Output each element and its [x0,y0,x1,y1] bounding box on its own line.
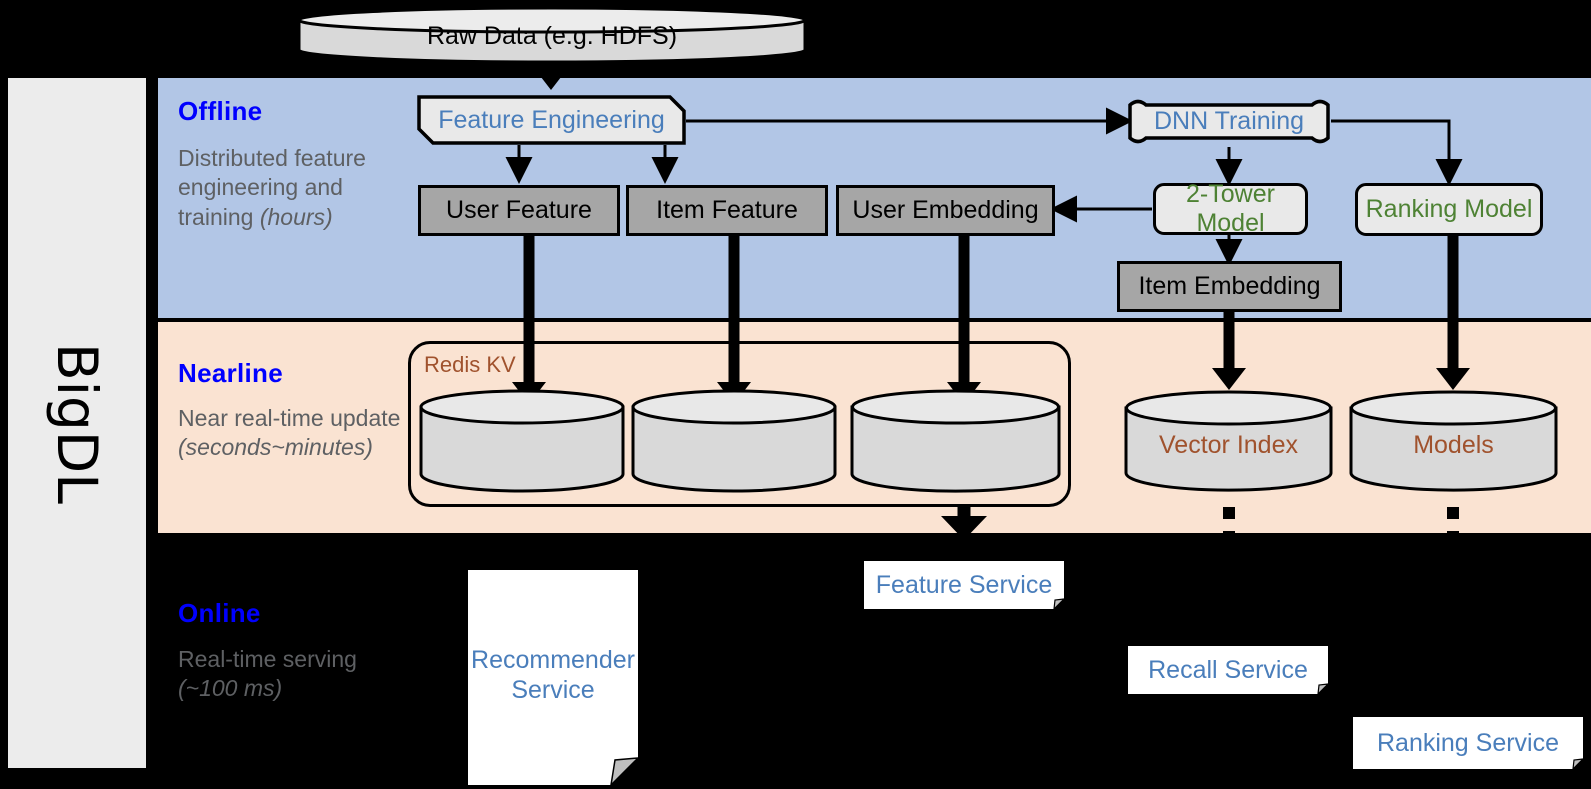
node-item-embedding[interactable]: Item Embedding [1117,261,1342,312]
vector-index-cylinder: Vector Index [1123,390,1334,492]
node-dnn-training-label: DNN Training [1153,107,1305,135]
node-feature-engineering[interactable]: Feature Engineering [417,95,686,145]
raw-data-cylinder: Raw Data (e.g. HDFS) [296,6,808,64]
node-item-feature-label: Item Feature [656,196,798,224]
band-desc-nearline: Near real-time update (seconds~minutes) [178,404,413,463]
band-title-nearline: Nearline [178,358,284,388]
dash-stub-vector-index-1 [1223,507,1235,519]
node-dnn-training[interactable]: DNN Training [1128,96,1330,147]
node-ranking-model-label: Ranking Model [1365,195,1533,223]
doc-recommender-service-label: Recommender Service [468,646,638,705]
node-user-feature-label: User Feature [446,196,592,224]
models-label: Models [1413,431,1494,459]
raw-data-label: Raw Data (e.g. HDFS) [426,22,678,50]
doc-recommender-service-line2: Service [511,675,595,704]
doc-recommender-service-line1: Recommender [471,646,635,674]
models-cylinder: Models [1348,390,1559,492]
dash-stub-models-2 [1447,531,1459,543]
redis-kv-container [408,341,1071,507]
band-desc-offline: Distributed feature engineering and trai… [178,144,413,232]
node-two-tower-model[interactable]: 2-Tower Model [1153,180,1308,237]
node-item-embedding-label: Item Embedding [1138,272,1321,300]
band-desc-nearline-em: (seconds~minutes) [178,434,373,461]
store-cylinder-user-embedding [849,389,1062,493]
band-title-online: Online [178,598,261,628]
doc-feature-service-label: Feature Service [875,571,1053,599]
sidebar-label-wrap: BigDL [8,78,146,768]
dash-stub-vector-index-2 [1223,531,1235,543]
sidebar-bigdl: BigDL [8,78,146,768]
node-user-feature[interactable]: User Feature [418,185,620,236]
node-item-feature[interactable]: Item Feature [626,185,828,236]
band-desc-nearline-text: Near real-time update [178,405,401,431]
vector-index-label: Vector Index [1159,431,1298,459]
band-title-offline: Offline [178,96,263,126]
doc-recall-service-label: Recall Service [1148,656,1308,684]
doc-recommender-service[interactable]: Recommender Service [468,570,638,785]
band-desc-offline-em: (hours) [259,203,333,230]
doc-feature-service[interactable]: Feature Service [864,561,1064,609]
band-desc-offline-text: Distributed feature engineering and trai… [178,145,366,230]
dash-stub-models-1 [1447,507,1459,519]
node-user-embedding[interactable]: User Embedding [836,185,1055,236]
band-desc-online-em: (~100 ms) [178,675,283,702]
node-ranking-model[interactable]: Ranking Model [1355,183,1543,236]
doc-recall-service[interactable]: Recall Service [1128,646,1328,694]
node-user-embedding-label: User Embedding [852,196,1039,224]
doc-ranking-service-label: Ranking Service [1376,729,1560,757]
band-desc-online: Real-time serving (~100 ms) [178,645,413,704]
node-feature-engineering-label: Feature Engineering [438,105,665,134]
band-desc-online-text: Real-time serving [178,646,357,672]
doc-ranking-service[interactable]: Ranking Service [1353,717,1583,769]
store-cylinder-user-feature [418,389,626,493]
redis-kv-label: Redis KV [424,352,516,377]
store-cylinder-item-feature [630,389,838,493]
node-two-tower-model-label: 2-Tower Model [1186,180,1275,237]
sidebar-label-bigdl: BigDL [45,342,109,504]
